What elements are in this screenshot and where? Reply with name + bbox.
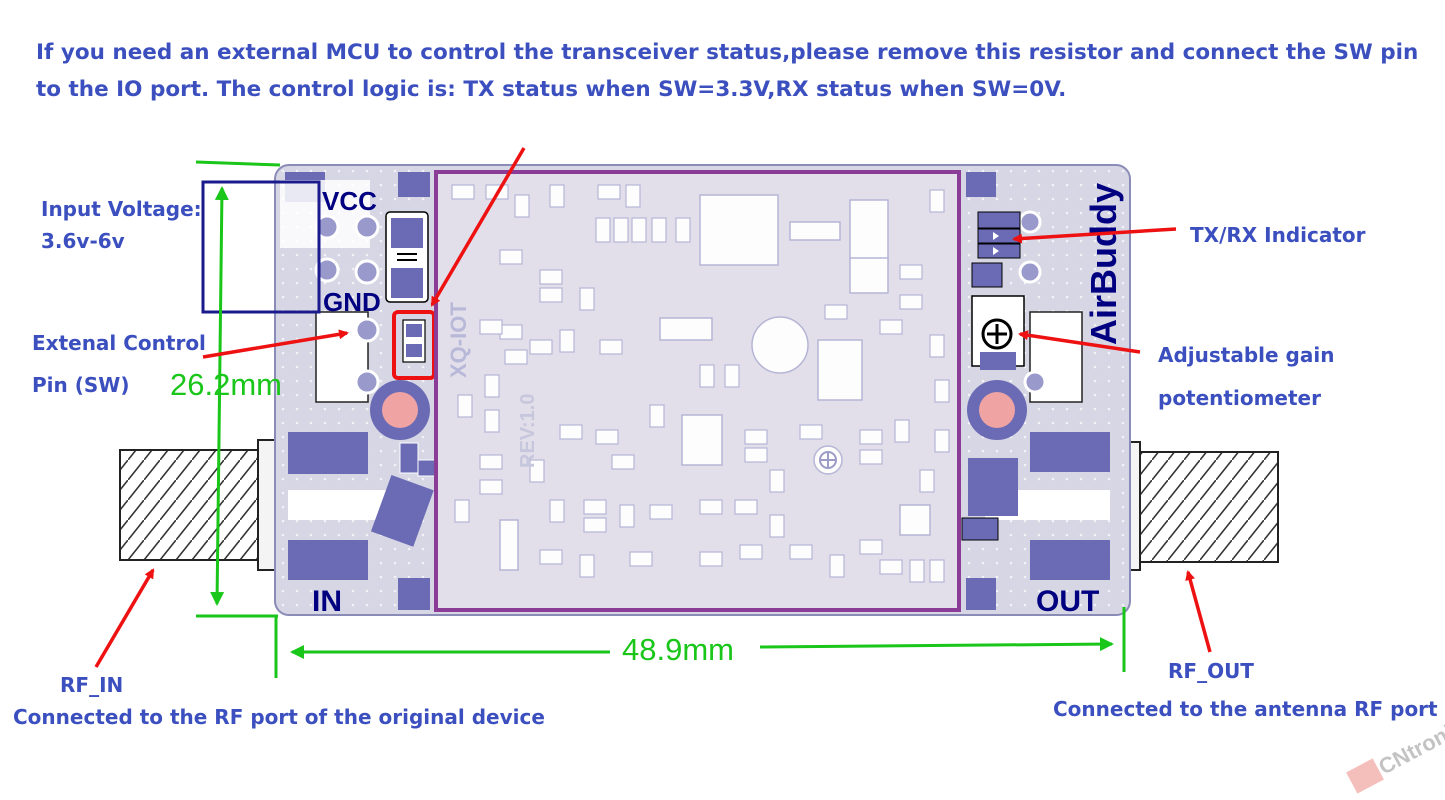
gain-pot-line-1: Adjustable gain [1158,343,1335,367]
width-dimension-label: 48.9mm [622,632,734,667]
brand-label: AirBuddy [1083,183,1124,345]
ext-control-label: Extenal Control Pin (SW) [32,322,206,406]
header-note: If you need an external MCU to control t… [36,34,1431,108]
sma-connector-right [1109,441,1279,571]
gnd-label: GND [323,287,381,317]
input-voltage-label: Input Voltage: 3.6v-6v [41,193,202,257]
ext-control-line-1: Extenal Control [32,331,206,355]
txrx-indicator-label: TX/RX Indicator [1190,223,1366,247]
ext-control-line-2: Pin (SW) [32,373,130,397]
input-voltage-line-1: Input Voltage: [41,197,202,221]
rf-in-description: Connected to the RF port of the original… [13,705,545,729]
rf-out-label: RF_OUT [1168,659,1254,683]
header-line-1: If you need an external MCU to control t… [36,40,1419,65]
vcc-label: VCC [322,186,377,216]
gain-pot-label: Adjustable gain potentiometer [1158,334,1334,420]
gain-pot-line-2: potentiometer [1158,386,1321,410]
power-connector-outline [201,180,321,314]
rev-label: REV:1.0 [517,394,539,468]
dimension-lines [195,160,1126,678]
maker-label: XQ-IOT [446,302,471,378]
in-label: IN [312,585,342,618]
header-line-2: to the IO port. The control logic is: TX… [36,77,1067,102]
rf-in-label: RF_IN [60,673,124,697]
sma-connector-left [119,439,289,571]
input-voltage-line-2: 3.6v-6v [41,229,125,253]
annotation-arrows [94,147,1212,668]
height-dimension-label: 26.2mm [170,367,282,402]
rf-out-description: Connected to the antenna RF port [1053,697,1438,721]
watermark-logo: CNtronic [1346,714,1445,794]
out-label: OUT [1036,585,1099,618]
